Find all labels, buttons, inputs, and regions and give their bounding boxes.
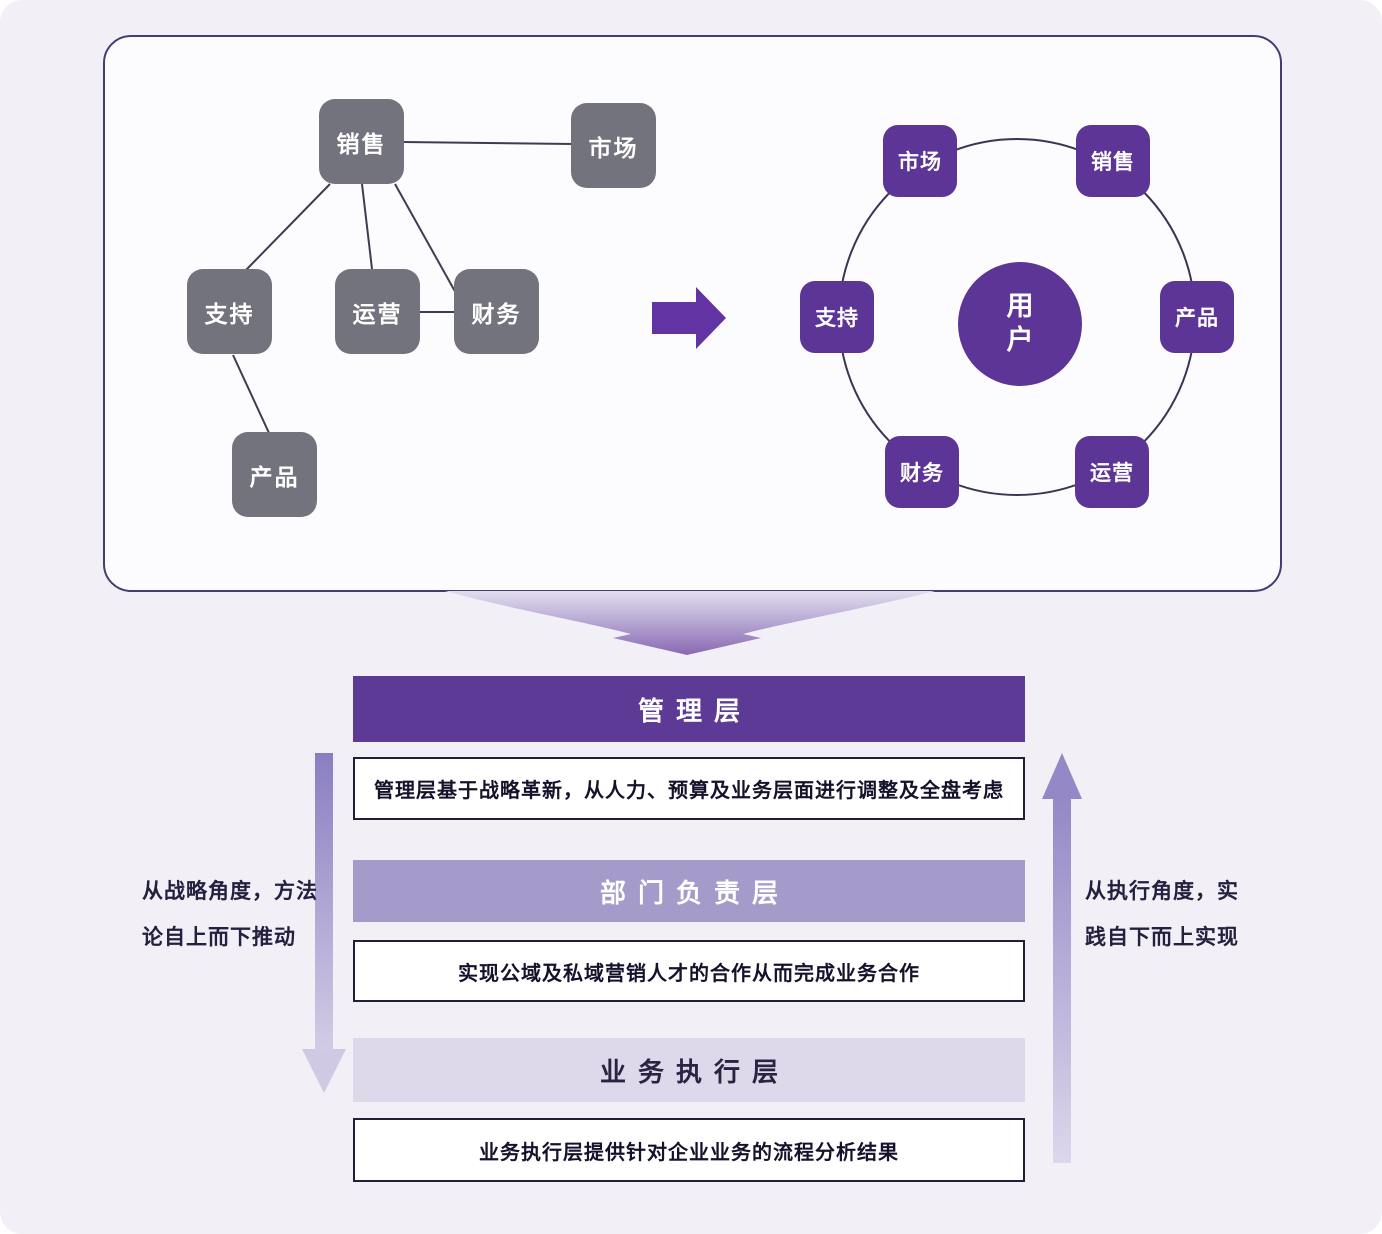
edge-support-product: [232, 354, 270, 434]
layer-desc-department: 实现公域及私域营销人才的合作从而完成业务合作: [353, 940, 1025, 1002]
ring-node-label: 财务: [900, 462, 944, 485]
org-node-label: 财务: [471, 300, 522, 327]
user-center-circle: 用户: [958, 262, 1082, 386]
org-node-market: 市场: [571, 103, 656, 188]
org-node-finance: 财务: [454, 269, 539, 354]
ring-node-label: 销售: [1091, 151, 1135, 174]
layer-title-department: 部门负责层: [353, 860, 1025, 922]
ring-node-label: 市场: [898, 151, 942, 174]
user-label: 用户: [1006, 291, 1034, 355]
layer-title-management: 管理层: [353, 676, 1025, 742]
execution-note-line1: 从执行角度，实: [1085, 880, 1239, 903]
ring-node-product: 产品: [1160, 281, 1234, 353]
ring-node-sales: 销售: [1076, 125, 1150, 197]
edge-sales-finance: [394, 183, 458, 296]
org-node-label: 运营: [352, 300, 403, 327]
org-node-label: 支持: [204, 300, 255, 327]
ring-node-finance: 财务: [885, 436, 959, 508]
edge-sales-operations: [361, 183, 373, 270]
execution-note-line2: 践自下而上实现: [1085, 926, 1239, 949]
top-down-arrow-icon: [302, 753, 346, 1093]
org-node-label: 销售: [336, 130, 387, 157]
funnel-down-arrow-icon: [445, 591, 935, 655]
bottom-up-arrow-icon: [1042, 753, 1082, 1163]
ring-node-label: 支持: [815, 307, 859, 330]
org-transformation-card: 销售 市场 支持 运营 财务 产品 市场 销售 支持 产品 财务 运营 用户: [103, 35, 1282, 592]
edge-sales-market: [402, 141, 574, 145]
layer-desc-execution: 业务执行层提供针对企业业务的流程分析结果: [353, 1118, 1025, 1182]
org-node-label: 产品: [249, 463, 300, 490]
strategy-note-line2: 论自上而下推动: [142, 926, 296, 949]
ring-node-label: 产品: [1175, 307, 1219, 330]
ring-node-support: 支持: [800, 281, 874, 353]
strategy-note: 从战略角度，方法 论自上而下推动: [142, 869, 318, 961]
ring-node-label: 运营: [1090, 462, 1134, 485]
layer-title-execution: 业务执行层: [353, 1038, 1025, 1102]
ring-node-market: 市场: [883, 125, 957, 197]
transform-arrow-icon: [652, 287, 726, 349]
strategy-note-line1: 从战略角度，方法: [142, 880, 318, 903]
ring-node-operations: 运营: [1075, 436, 1149, 508]
org-node-sales: 销售: [319, 99, 404, 184]
layer-desc-management: 管理层基于战略革新，从人力、预算及业务层面进行调整及全盘考虑: [353, 757, 1025, 820]
org-node-operations: 运营: [335, 269, 420, 354]
org-node-support: 支持: [187, 269, 272, 354]
execution-note: 从执行角度，实 践自下而上实现: [1085, 869, 1239, 961]
org-node-product: 产品: [232, 432, 317, 517]
edge-sales-support: [245, 183, 331, 271]
org-node-label: 市场: [588, 134, 639, 161]
